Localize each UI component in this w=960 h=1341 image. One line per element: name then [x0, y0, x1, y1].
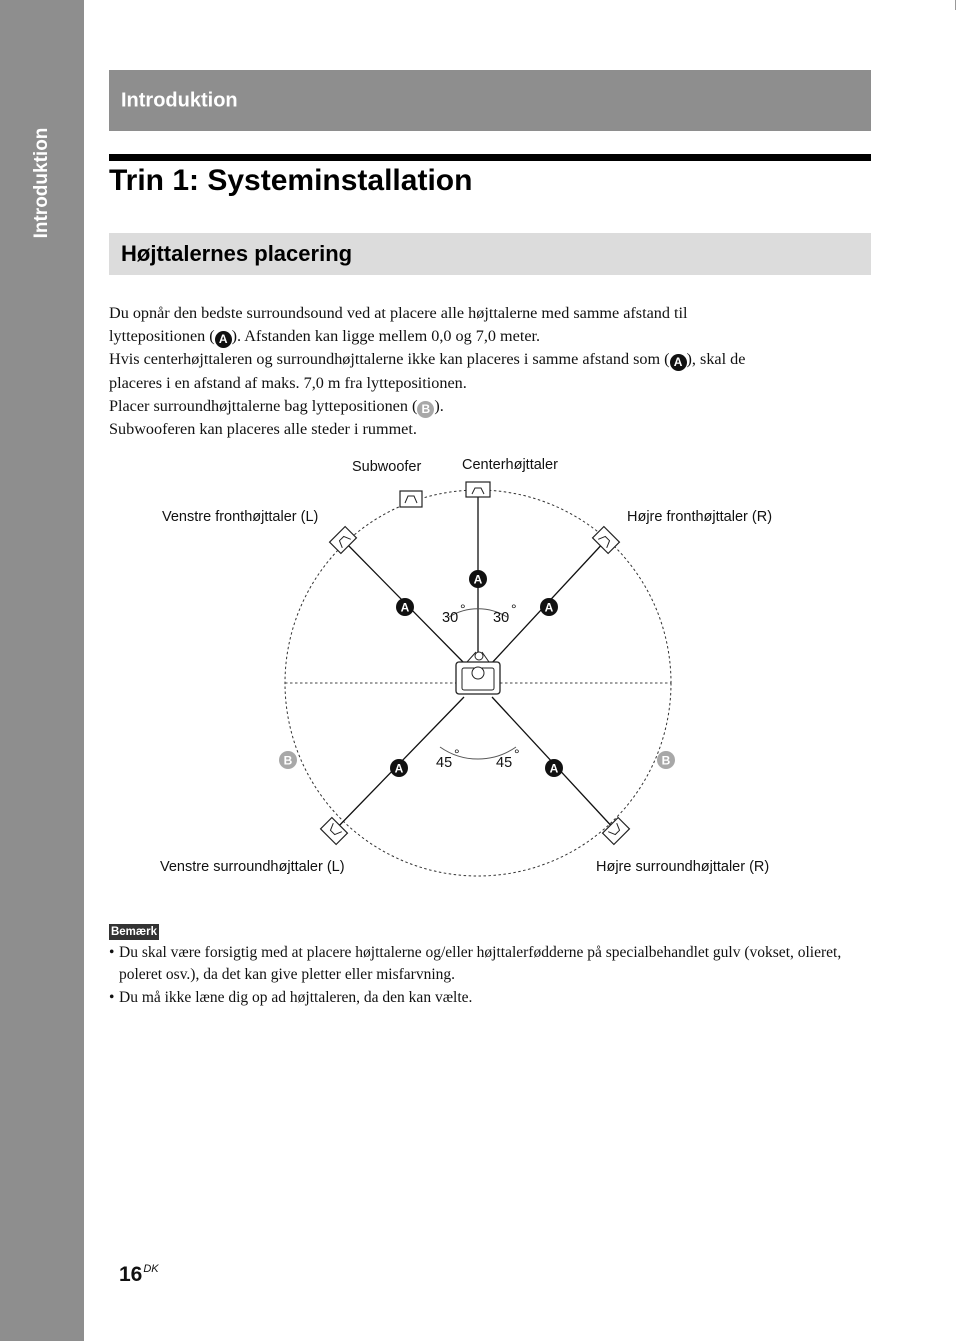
note-label: Bemærk [109, 924, 159, 940]
intro-text: Du opnår den bedste surroundsound ved at… [109, 302, 871, 441]
text-line: placeres i en afstand af maks. 7,0 m fra… [109, 373, 467, 392]
text-line: Hvis centerhøjttaleren og surroundhøjtta… [109, 350, 746, 372]
badge-a-icon: A [540, 598, 558, 616]
degree-symbol: ° [454, 746, 460, 762]
svg-text:A: A [545, 601, 554, 615]
text-line: lyttepositionen (A). Afstanden kan ligge… [109, 327, 541, 349]
subsection-header: Højttalernes placering [109, 233, 871, 275]
front-right-speaker-icon [591, 525, 621, 555]
crop-mark [955, 0, 956, 10]
text-line: Placer surroundhøjttalerne bag lytteposi… [109, 396, 444, 418]
center-speaker-icon [465, 481, 491, 498]
badge-a-icon: A [390, 759, 408, 777]
page-number-suffix: DK [143, 1263, 159, 1275]
svg-text:A: A [401, 601, 410, 615]
angle-label-front-left: 30 [442, 610, 458, 626]
center-label: Centerhøjttaler [462, 457, 558, 473]
front-left-label: Venstre fronthøjttaler (L) [162, 509, 318, 525]
side-tab: Introduktion [0, 0, 84, 1341]
front-left-speaker-icon [328, 525, 358, 555]
svg-text:A: A [474, 573, 483, 587]
note-text: Du må ikke læne dig op ad højttaleren, d… [119, 989, 473, 1006]
text-line: Du opnår den bedste surroundsound ved at… [109, 304, 688, 322]
svg-text:B: B [284, 754, 293, 768]
front-right-label: Højre fronthøjttaler (R) [627, 509, 772, 525]
text-line: Subwooferen kan placeres alle steder i r… [109, 420, 417, 439]
badge-a-icon: A [396, 598, 414, 616]
badge-a-icon: A [669, 354, 687, 372]
svg-text:B: B [662, 754, 671, 768]
section-header-label: Introduktion [121, 89, 238, 112]
subwoofer-icon [399, 490, 423, 508]
angle-label-front-right: 30 [493, 610, 509, 626]
angle-label-rear-right: 45 [496, 755, 512, 771]
bullet: • [109, 989, 115, 1006]
subsection-title: Højttalernes placering [121, 241, 353, 266]
badge-b-icon: B [279, 751, 297, 769]
title-rule [109, 154, 871, 161]
note-text: Du skal være forsigtig med at placere hø… [119, 944, 842, 983]
svg-text:A: A [550, 762, 559, 776]
surround-left-speaker-icon [319, 816, 349, 846]
angle-arc-rear [439, 746, 517, 760]
angle-label-rear-left: 45 [436, 755, 452, 771]
badge-b-icon: B [417, 400, 435, 418]
degree-symbol: ° [514, 746, 520, 762]
badge-a-icon: A [214, 331, 232, 349]
degree-symbol: ° [460, 601, 466, 617]
surround-left-label: Venstre surroundhøjttaler (L) [160, 859, 345, 875]
svg-text:A: A [395, 762, 404, 776]
bullet: • [109, 944, 115, 961]
page-title: Trin 1: Systeminstallation [109, 164, 473, 197]
subwoofer-label: Subwoofer [352, 459, 421, 475]
degree-symbol: ° [511, 601, 517, 617]
notes-list: • Du skal være forsigtig med at placere … [109, 942, 871, 1010]
surround-right-label: Højre surroundhøjttaler (R) [596, 859, 769, 875]
badge-b-icon: B [657, 751, 675, 769]
note-item: • Du må ikke læne dig op ad højttaleren,… [109, 987, 871, 1009]
badge-a-icon: A [469, 570, 487, 588]
section-header: Introduktion [109, 70, 871, 131]
listener-chair-icon [455, 651, 501, 695]
angle-arc-front [448, 608, 508, 618]
note-item: • Du skal være forsigtig med at placere … [109, 942, 871, 986]
surround-right-speaker-icon [601, 816, 631, 846]
badge-a-icon: A [545, 759, 563, 777]
page-number: 16DK [119, 1263, 159, 1286]
